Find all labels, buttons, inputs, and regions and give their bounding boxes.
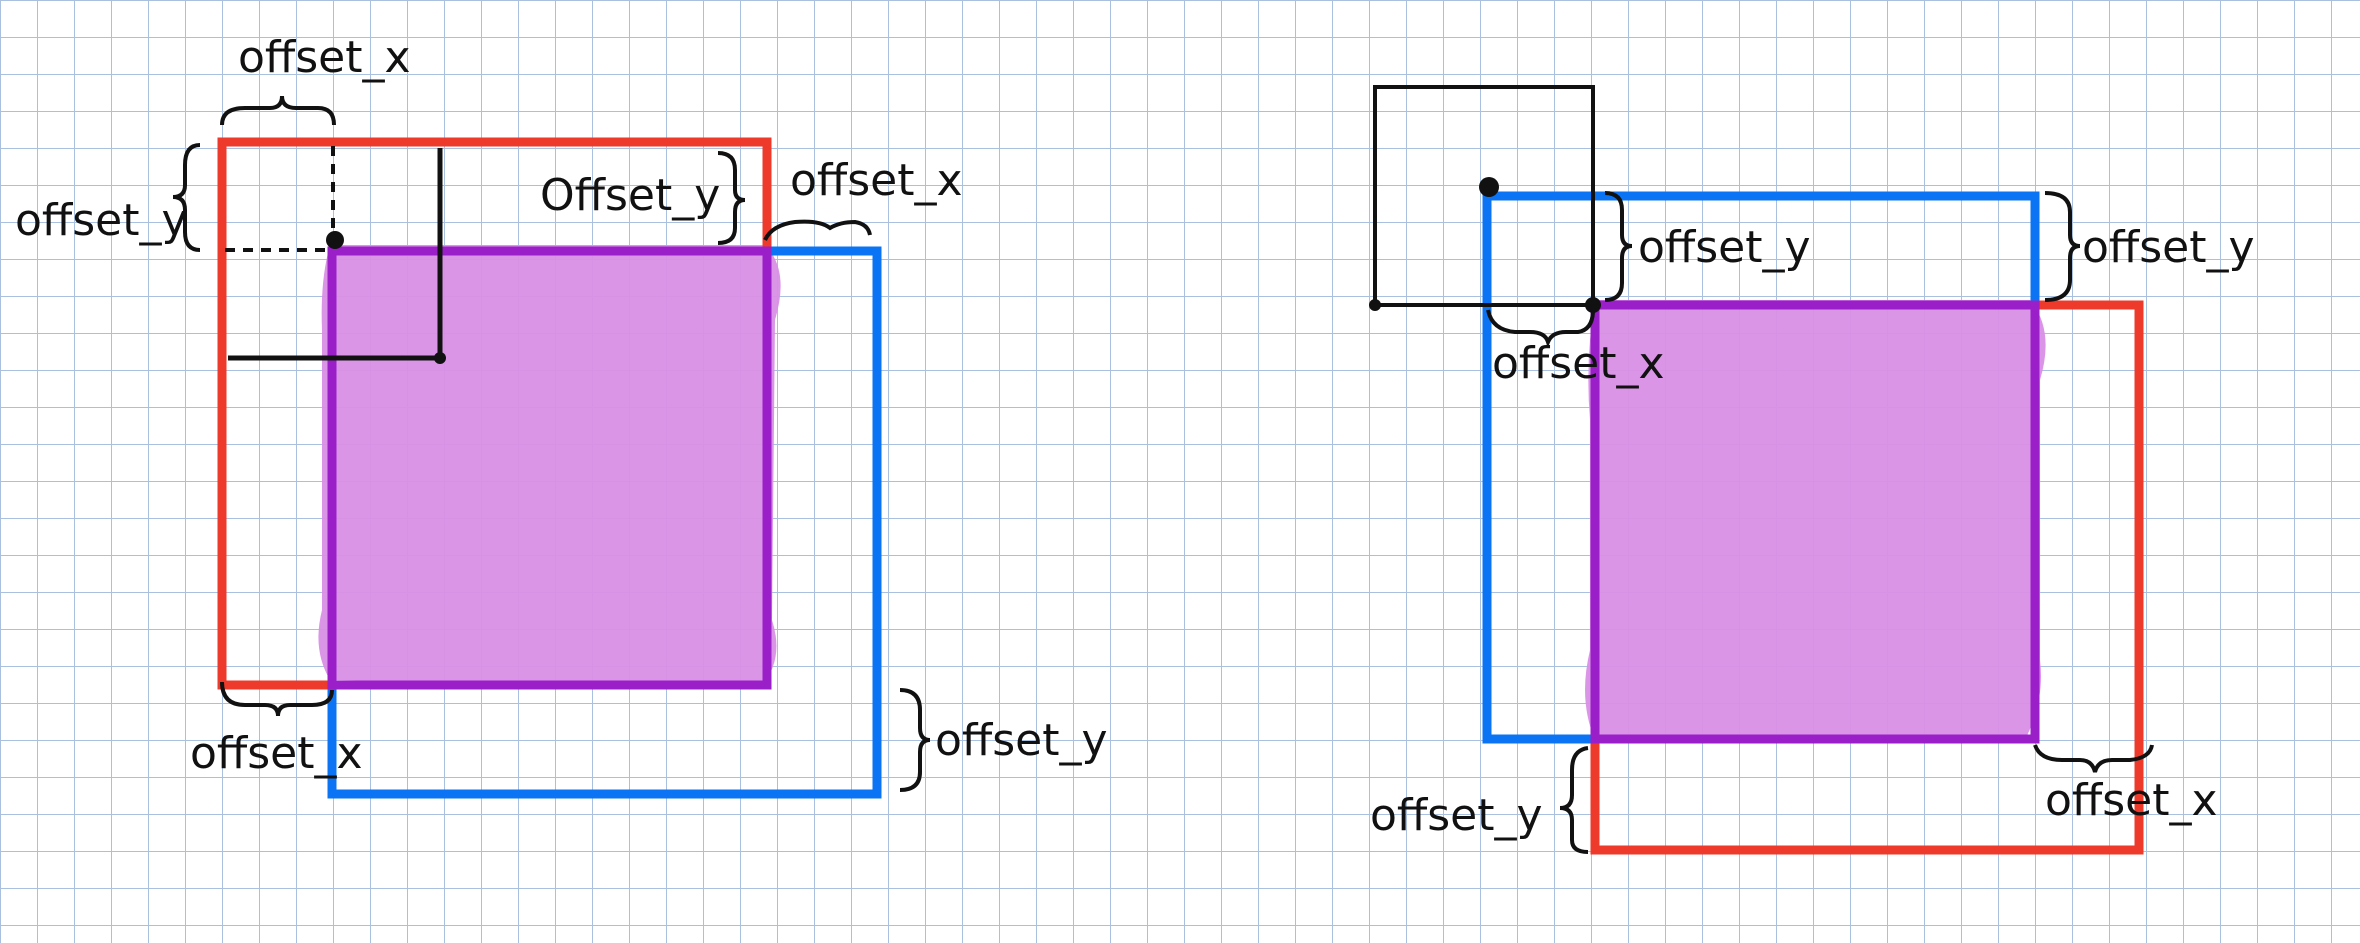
left-right-bottom-brace bbox=[899, 688, 931, 792]
right-bottom-y-brace bbox=[1559, 746, 1589, 854]
left-center-dot bbox=[434, 352, 446, 364]
left-top-offset-x-label: offset_x bbox=[238, 32, 411, 83]
left-corner-dot bbox=[326, 231, 344, 249]
right-right-offset-y-label: offset_y bbox=[2082, 222, 2255, 273]
left-bottom-offset-x-label: offset_x bbox=[190, 728, 363, 779]
right-bottom-offset-y-label: offset_y bbox=[1370, 790, 1543, 841]
right-black-square bbox=[1373, 85, 1595, 307]
right-inner-y-brace bbox=[1604, 191, 1633, 302]
right-right-y-brace bbox=[2044, 191, 2081, 302]
left-side-brace bbox=[172, 143, 201, 252]
left-side-offset-y-label: offset_y bbox=[15, 195, 188, 246]
left-mid-brace bbox=[717, 151, 746, 245]
left-right-offset-x-label: offset_x bbox=[790, 155, 963, 206]
right-square-corner-dot bbox=[1369, 299, 1381, 311]
left-top-brace bbox=[220, 95, 336, 126]
right-square-inner-dot bbox=[1585, 297, 1601, 313]
left-diagram: offset_x offset_y Offset_y offset_x offs… bbox=[15, 32, 1108, 799]
right-inner-x-brace bbox=[1486, 309, 1595, 349]
right-overlap-highlight bbox=[1585, 300, 2046, 740]
right-inner-offset-y-label: offset_y bbox=[1638, 222, 1811, 273]
right-inner-offset-x-label: offset_x bbox=[1492, 338, 1665, 389]
right-overlap-box bbox=[1590, 300, 2040, 744]
left-bottom-brace bbox=[220, 681, 334, 717]
right-bottom-offset-x-label: offset_x bbox=[2045, 775, 2218, 826]
left-overlap-box bbox=[327, 246, 772, 690]
right-bottom-x-brace bbox=[2033, 744, 2154, 773]
left-right-bottom-offset-y-label: offset_y bbox=[935, 715, 1108, 766]
left-overlap-highlight bbox=[318, 245, 781, 688]
left-mid-offset-y-label: Offset_y bbox=[540, 170, 720, 221]
left-right-top-brace bbox=[763, 219, 872, 241]
right-diagram: offset_y offset_x offset_y offset_y offs… bbox=[1369, 85, 2255, 855]
right-center-dot bbox=[1479, 177, 1499, 197]
